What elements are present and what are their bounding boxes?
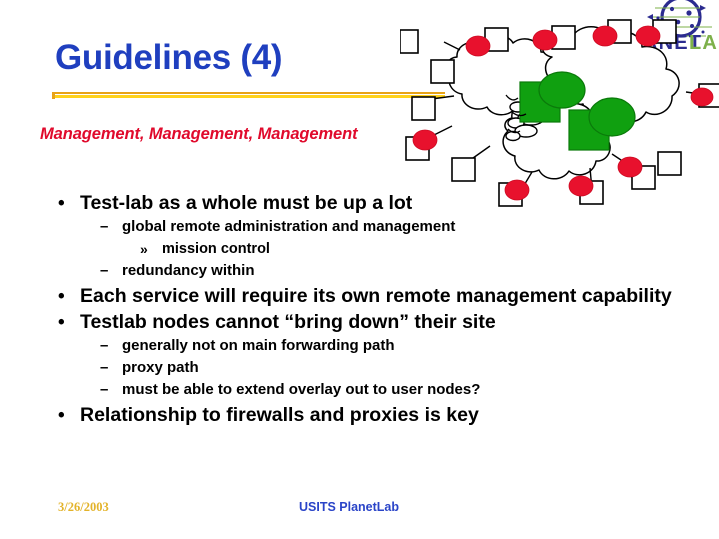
bullet-marker: – [100,359,109,376]
green-nodes [519,71,636,151]
bullet-level2: – global remote administration and manag… [52,216,672,238]
cloud-internal-links [505,94,527,134]
bullet-marker: » [140,241,148,257]
bullet-text: Test-lab as a whole must be up a lot [80,192,413,214]
bullet-level1: • Each service will require its own remo… [52,285,672,308]
footer-conference-label: USITS PlanetLab [299,500,400,514]
bullet-level2: – redundancy within [52,260,672,282]
red-node [465,35,491,57]
footer-date: 3/26/2003 [58,500,109,514]
bullet-marker: • [58,286,65,307]
bullet-level2: – must be able to extend overlay out to … [52,379,672,401]
bullet-text: mission control [162,241,270,257]
red-node [568,175,594,197]
bullet-text: must be able to extend overlay out to us… [122,381,481,398]
network-cloud-diagram: PLANET LAB [400,0,719,230]
bullet-level1: • Test-lab as a whole must be up a lot [52,192,672,215]
bullet-marker: – [100,262,109,279]
logo-arrow-heads [647,5,706,20]
bullet-marker: – [100,337,109,354]
slide-title: Guidelines (4) [55,38,283,77]
bullet-text: Relationship to firewalls and proxies is… [80,404,479,426]
bullet-level1: • Relationship to firewalls and proxies … [52,404,672,427]
bullet-level2: – proxy path [52,357,672,379]
bullet-level2: – generally not on main forwarding path [52,335,672,357]
red-node [504,179,530,201]
bullet-text: Each service will require its own remote… [80,285,672,307]
bullet-level1: • Testlab nodes cannot “bring down” thei… [52,311,672,334]
red-node [617,156,643,178]
bullet-marker: • [58,312,65,333]
bullet-text: redundancy within [122,262,255,279]
title-divider-rule [52,92,445,99]
node-square [411,96,436,121]
network-diagram-svg: PLANET LAB [400,0,719,207]
red-node [412,129,438,151]
rule-left-cap [52,92,55,99]
slide-subtitle: Management, Management, Management [40,125,358,143]
red-node [690,87,714,107]
node-square [451,157,476,182]
bullet-text: proxy path [122,359,199,376]
node-square [430,59,455,84]
node-square [400,29,419,54]
bullet-marker: – [100,218,109,235]
green-node-circle [538,71,586,109]
bullet-marker: – [100,381,109,398]
red-nodes [412,25,714,201]
green-node-circle [588,97,636,137]
red-node [635,25,661,47]
rule-line-top [52,92,445,94]
logo-text-lab: LAB [689,32,719,54]
bullet-level3: » mission control [52,238,672,260]
red-node [532,29,558,51]
red-node [592,25,618,47]
node-square [657,151,682,176]
bullet-marker: • [58,405,65,426]
bullet-marker: • [58,193,65,214]
bullet-text: Testlab nodes cannot “bring down” their … [80,311,496,333]
bullet-text: generally not on main forwarding path [122,337,395,354]
bullet-list: • Test-lab as a whole must be up a lot –… [52,192,672,428]
bullet-text: global remote administration and managem… [122,218,456,235]
rule-line-bottom [52,95,445,98]
